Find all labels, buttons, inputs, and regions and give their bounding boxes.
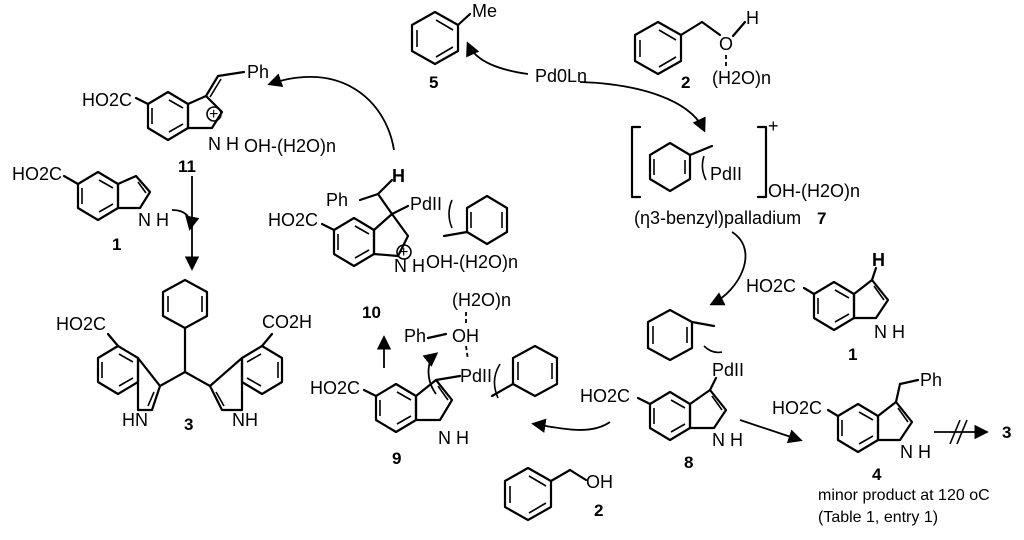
compound-number-7: 7 (817, 209, 826, 228)
compound-3: HO2C HN CO2H NH 3 (56, 278, 312, 434)
compound-number-1-left: 1 (112, 235, 121, 254)
benzyl-alcohol-h-label: H (746, 8, 759, 28)
compound-number-2-bottom: 2 (594, 501, 603, 520)
indole-1-right-h: H (872, 250, 885, 270)
compound-number-10: 10 (362, 303, 381, 322)
cmpd10-pd: PdII (410, 194, 442, 214)
cmpd11-acid: HO2C (82, 90, 132, 110)
compound-number-4: 4 (872, 465, 882, 484)
compound-number-5: 5 (429, 73, 438, 92)
benzyl-alcohol-o-label: O (719, 34, 733, 54)
compound-number-11: 11 (178, 157, 196, 176)
cmpd10-acid: HO2C (268, 210, 318, 230)
cmpd10-ph: Ph (326, 190, 348, 210)
compound-9: HO2C PdII N H (H2O)n OH Ph 9 (310, 290, 559, 468)
cmpd11-plus: + (209, 106, 218, 123)
cmpd4-note-table: (Table 1, entry 1) (818, 509, 938, 526)
cmpd4-nh: N H (900, 442, 931, 462)
cmpd9-oh: OH (452, 326, 479, 346)
cmpd9-pd: PdII (460, 366, 492, 386)
indole-1-left-acid: HO2C (12, 164, 62, 184)
indole-1-right-nh: N H (874, 322, 905, 342)
cmpd8-nh: N H (712, 430, 743, 450)
benzyl-alcohol-water-label: (H2O)n (712, 68, 771, 88)
compound-number-1-right: 1 (848, 345, 857, 364)
indole-1-left: HO2C N H 1 (12, 164, 169, 254)
pd0-catalyst-label: Pd0Ln (535, 66, 587, 86)
compound-4: HO2C Ph N H 4 3 minor product at 120 oC … (772, 370, 1011, 526)
toluene-me-label: Me (472, 1, 497, 21)
cmpd3-hn-left: HN (122, 410, 148, 430)
cmpd11-counterion: OH-(H2O)n (244, 136, 336, 156)
compound-number-9: 9 (392, 449, 401, 468)
cmpd10-nh: N H (394, 256, 425, 276)
compound-11: HO2C Ph + N H OH-(H2O)n 11 (82, 62, 336, 176)
indole-1-left-nh: N H (138, 210, 169, 230)
compound-number-3: 3 (184, 415, 193, 434)
compound-number-2-top: 2 (681, 73, 690, 92)
eta3-benzylpalladium-7: PdII + OH-(H2O)n (η3-benzyl)palladium 7 (630, 116, 860, 228)
cmpd4-ph: Ph (920, 370, 942, 390)
cmpd9-nh: N H (438, 428, 469, 448)
compound-number-8: 8 (684, 453, 693, 472)
cmpd8-acid: HO2C (580, 386, 630, 406)
cmpd10-h: H (392, 166, 405, 186)
cmpd11-nh: N H (208, 134, 239, 154)
indole-1-right: HO2C H N H 1 (746, 250, 905, 364)
eta3-pd-label: PdII (710, 164, 742, 184)
cmpd4-blocked-target: 3 (1002, 423, 1011, 442)
reaction-arrows (171, 41, 803, 444)
eta3-caption: (η3-benzyl)palladium (634, 208, 801, 228)
cmpd9-ph: Ph (404, 326, 426, 346)
benzyl-alcohol-2-top: O H (H2O)n 2 (633, 8, 771, 92)
cmpd9-water: (H2O)n (452, 290, 511, 310)
toluene-5: Me 5 (410, 1, 497, 92)
benzyl-alcohol-bottom-oh: OH (586, 472, 613, 492)
cmpd4-note-temperature: minor product at 120 oC (818, 487, 990, 504)
cmpd3-acid-right: CO2H (262, 312, 312, 332)
indole-1-right-acid: HO2C (746, 276, 796, 296)
cmpd3-nh-right: NH (232, 410, 258, 430)
cmpd4-acid: HO2C (772, 398, 822, 418)
cmpd3-acid-left: HO2C (56, 314, 106, 334)
cmpd11-ph: Ph (247, 62, 269, 82)
compound-8: HO2C PdII N H 8 (580, 308, 744, 472)
cmpd10-counterion: OH-(H2O)n (426, 252, 518, 272)
eta3-counterion: OH-(H2O)n (768, 181, 860, 201)
compound-10: HO2C Ph H PdII + N H OH-(H2O)n 10 (268, 166, 518, 322)
cmpd10-plus: + (399, 244, 408, 261)
eta3-charge: + (768, 116, 779, 136)
cmpd8-pd: PdII (712, 360, 744, 380)
cmpd9-acid: HO2C (310, 378, 360, 398)
benzyl-alcohol-2-bottom: OH 2 (503, 466, 613, 522)
